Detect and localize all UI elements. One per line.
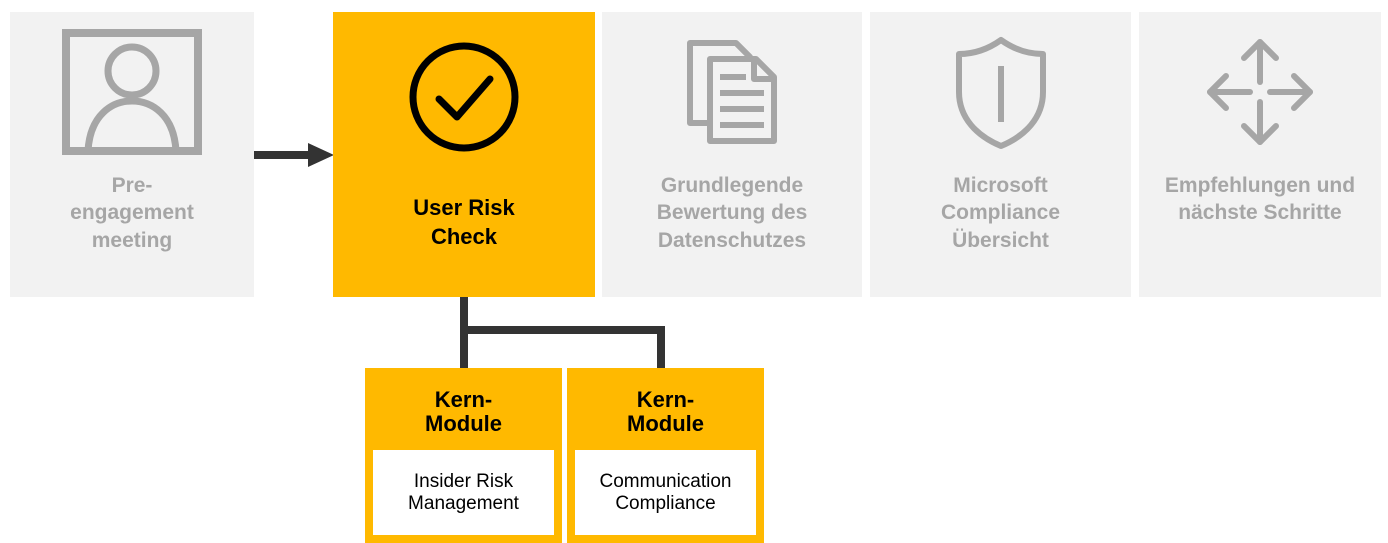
step-user-risk-check: User Risk Check [333,12,595,297]
module-connector [460,297,665,370]
checkmark-icon-wrap [333,12,595,182]
move-arrows-icon [1207,39,1313,145]
step-label: Pre- engagement meeting [70,174,194,252]
step-label: User Risk Check [413,195,515,249]
module-name: Insider Risk Management [373,450,554,535]
module-communication-compliance: Kern- Module Communication Compliance [567,368,764,543]
module-title: Kern- Module [425,386,502,436]
module-insider-risk: Kern- Module Insider Risk Management [365,368,562,543]
shield-icon [955,37,1046,149]
step-empfehlungen: Empfehlungen und nächste Schritte [1139,12,1381,297]
step-pre-engagement: Pre- engagement meeting [10,12,254,297]
flow-arrow [254,143,334,167]
person-icon-wrap [10,12,254,172]
step-label: Grundlegende Bewertung des Datenschutzes [656,174,808,252]
person-icon [62,29,202,155]
step-label: Empfehlungen und nächste Schritte [1164,174,1356,225]
module-name: Communication Compliance [575,450,756,535]
shield-icon-wrap [870,12,1131,172]
step-label: Microsoft Compliance Übersicht [940,174,1061,252]
documents-icon [687,40,777,144]
documents-icon-wrap [602,12,862,172]
checkmark-circle-icon [409,42,519,152]
module-title: Kern- Module [627,386,704,436]
step-datenschutz: Grundlegende Bewertung des Datenschutzes [602,12,862,297]
move-arrows-icon-wrap [1139,12,1381,172]
step-compliance: Microsoft Compliance Übersicht [870,12,1131,297]
